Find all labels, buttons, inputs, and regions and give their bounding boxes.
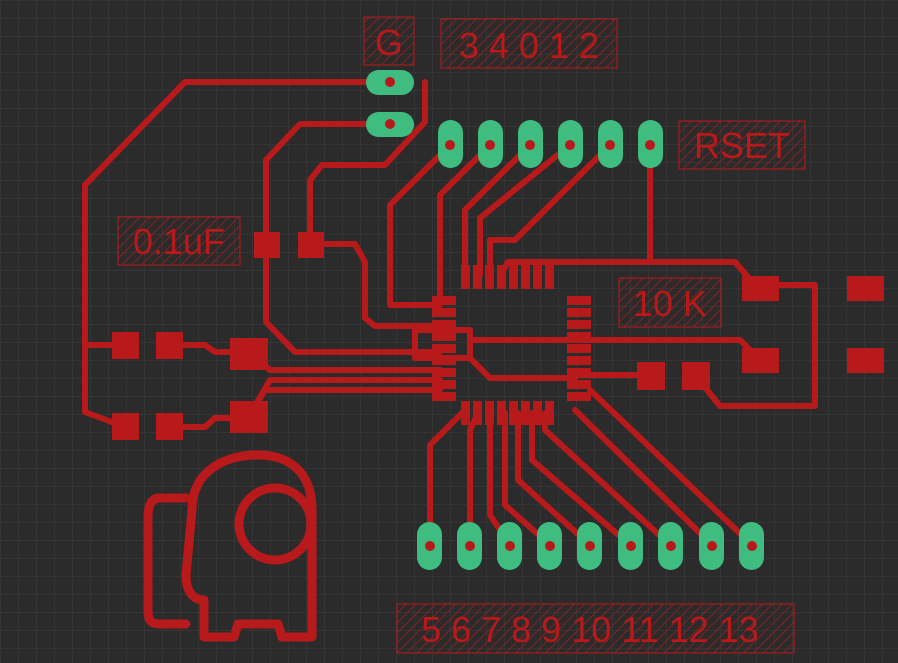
label-bottom-pins: 5 6 7 8 9 10 11 12 13	[396, 603, 795, 654]
label-ground-text: G	[375, 22, 403, 63]
label-rset-text: RSET	[694, 125, 790, 166]
label-cap-text: 0.1uF	[133, 221, 225, 262]
label-rset: RSET	[678, 120, 806, 170]
header-top-pins	[438, 120, 663, 168]
label-top-pins-text: 3 4 0 1 2	[459, 25, 599, 66]
label-cap: 0.1uF	[117, 216, 241, 266]
label-resistor: 10 K	[618, 277, 722, 328]
smd-pads	[112, 232, 884, 440]
label-resistor-text: 10 K	[633, 283, 707, 324]
crewmate-outline-icon	[143, 450, 317, 642]
label-top-pins: 3 4 0 1 2	[440, 18, 618, 69]
label-ground: G	[363, 16, 415, 66]
label-bottom-pins-text: 5 6 7 8 9 10 11 12 13	[421, 609, 759, 650]
header-bottom-pins	[417, 522, 764, 570]
header-ground	[366, 70, 414, 137]
